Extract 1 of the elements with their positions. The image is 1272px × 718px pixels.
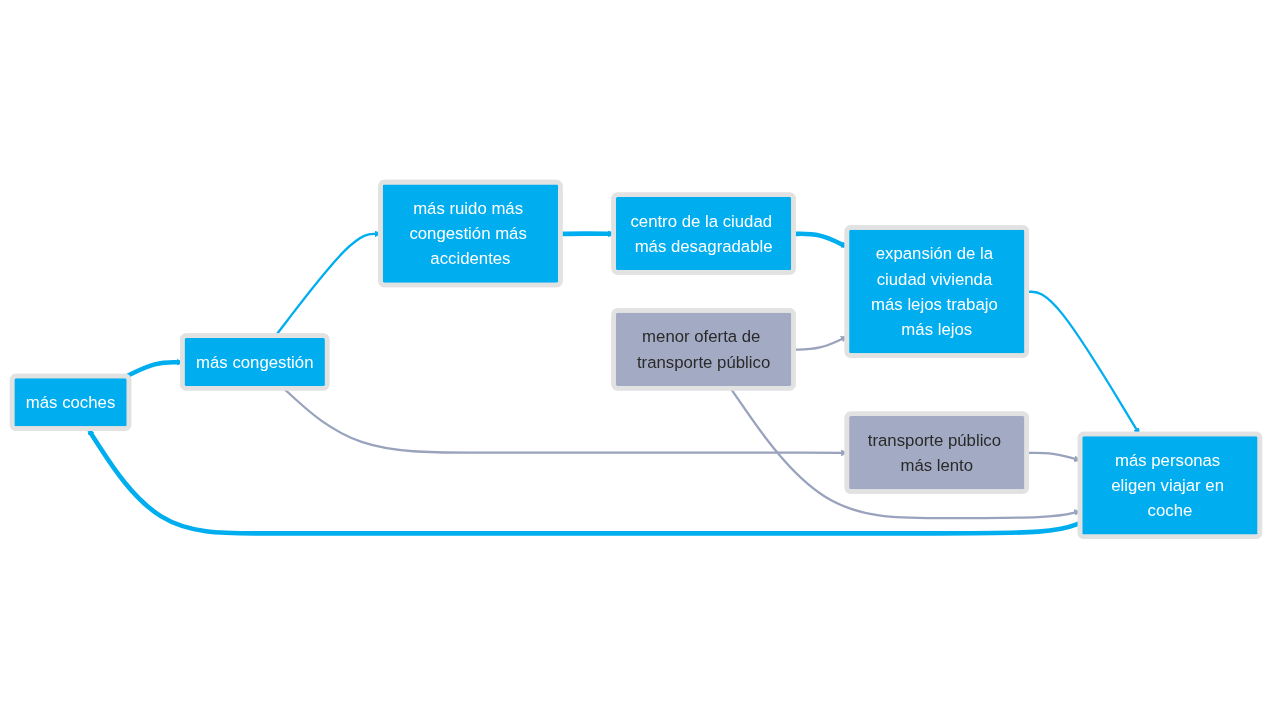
arrow: [793, 231, 848, 248]
